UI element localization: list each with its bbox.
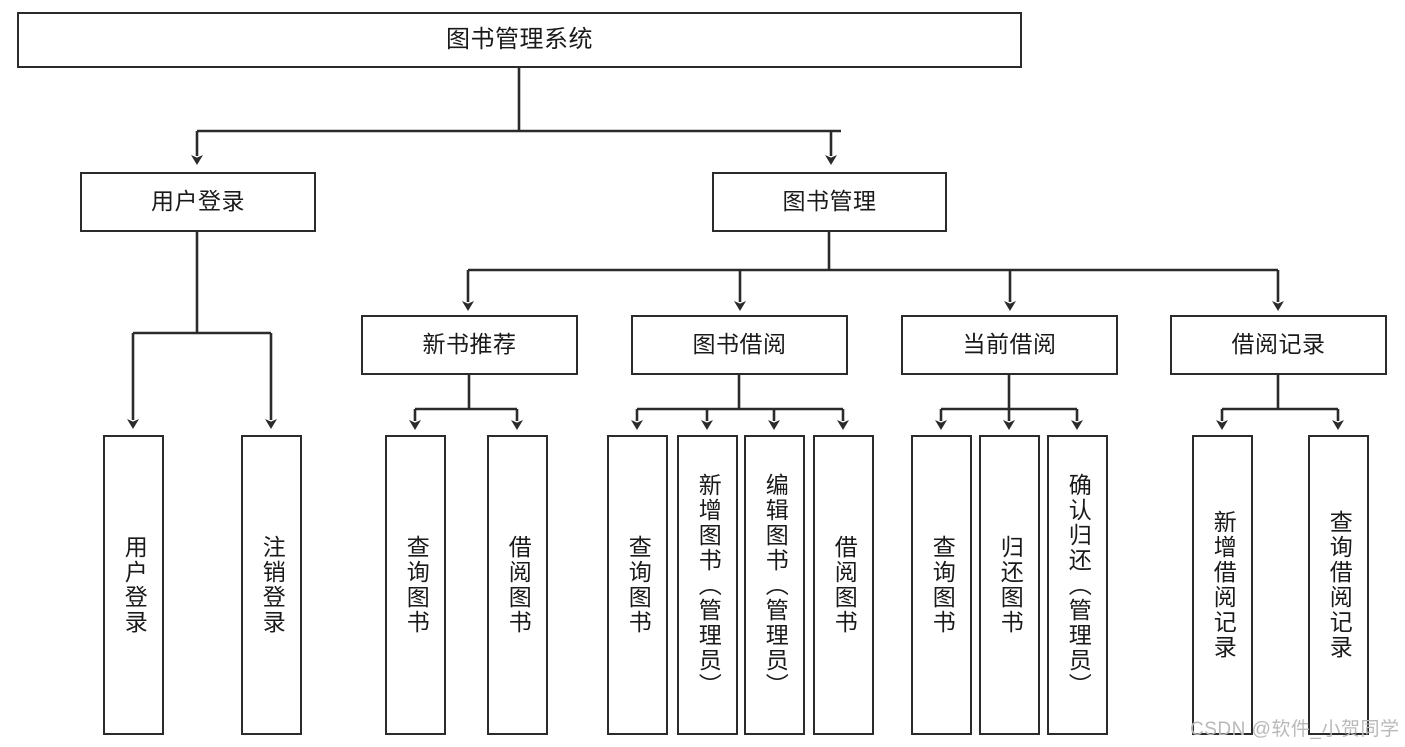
node-root-label: 图书管理系统 [446,25,593,53]
leaf-borrow-borrow-book[interactable]: 借阅图书 [813,435,874,735]
leaf-current-return-book[interactable]: 归还图书 [979,435,1040,735]
leaf-current-confirm-return-label: 确认归还（管理员） [1065,472,1092,698]
leaf-current-query-book[interactable]: 查询图书 [911,435,972,735]
node-book-borrow-label: 图书借阅 [692,331,787,358]
node-new-book-recommend-label: 新书推荐 [422,331,517,358]
leaf-user-login[interactable]: 用户登录 [103,435,164,735]
leaf-new-book-borrow[interactable]: 借阅图书 [487,435,548,735]
leaf-borrow-query-book[interactable]: 查询图书 [607,435,668,735]
leaf-current-query-book-label: 查询图书 [929,535,956,635]
leaf-borrow-edit-book[interactable]: 编辑图书（管理员） [744,435,805,735]
leaf-record-query[interactable]: 查询借阅记录 [1308,435,1369,735]
leaf-record-add-label: 新增借阅记录 [1210,510,1237,660]
leaf-current-confirm-return[interactable]: 确认归还（管理员） [1047,435,1108,735]
node-borrow-record[interactable]: 借阅记录 [1170,315,1387,375]
leaf-borrow-query-book-label: 查询图书 [625,535,652,635]
leaf-borrow-add-book[interactable]: 新增图书（管理员） [677,435,738,735]
leaf-logout[interactable]: 注销登录 [241,435,302,735]
node-borrow-record-label: 借阅记录 [1231,331,1326,358]
node-new-book-recommend[interactable]: 新书推荐 [361,315,578,375]
node-root[interactable]: 图书管理系统 [17,12,1022,68]
leaf-borrow-edit-book-label: 编辑图书（管理员） [762,472,789,698]
node-current-borrow-label: 当前借阅 [962,331,1057,358]
leaf-current-return-book-label: 归还图书 [997,535,1024,635]
leaf-new-book-query-label: 查询图书 [403,535,430,635]
leaf-borrow-add-book-label: 新增图书（管理员） [695,472,722,698]
node-book-management-label: 图书管理 [782,188,877,215]
node-book-borrow[interactable]: 图书借阅 [631,315,848,375]
node-user-login-label: 用户登录 [151,188,245,215]
leaf-record-add[interactable]: 新增借阅记录 [1192,435,1253,735]
leaf-user-login-label: 用户登录 [121,535,148,635]
node-book-management[interactable]: 图书管理 [712,172,947,232]
leaf-new-book-borrow-label: 借阅图书 [505,535,532,635]
leaf-logout-label: 注销登录 [259,535,286,635]
leaf-record-query-label: 查询借阅记录 [1326,510,1353,660]
leaf-borrow-borrow-book-label: 借阅图书 [831,535,858,635]
leaf-new-book-query[interactable]: 查询图书 [385,435,446,735]
node-current-borrow[interactable]: 当前借阅 [901,315,1118,375]
node-user-login[interactable]: 用户登录 [80,172,316,232]
